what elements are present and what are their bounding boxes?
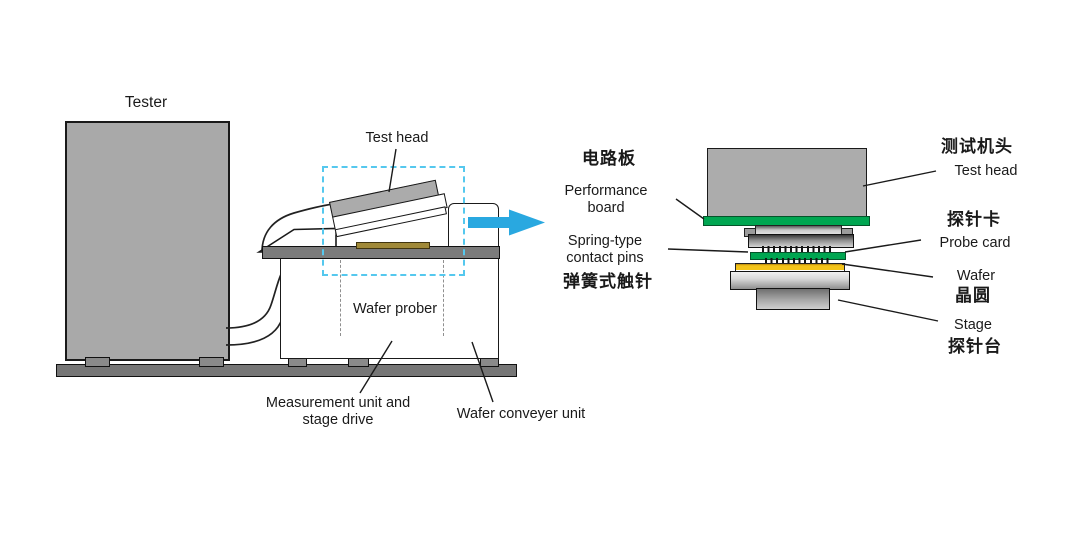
tester-cabinet [65, 121, 230, 361]
probe-card-en-label: Probe card [939, 235, 1011, 251]
leader-probe-card [844, 239, 922, 253]
stage-en-label: Stage [954, 317, 992, 333]
prober-section-divider [340, 260, 341, 336]
zoom-highlight-box [322, 166, 465, 276]
spring-pins-label-line2: contact pins [566, 250, 644, 266]
spring-contact-pins-upper [762, 246, 834, 255]
test-head-cn-label: 测试机头 [941, 137, 1013, 156]
measurement-unit-label-line1: Measurement unit and [265, 395, 411, 411]
spring-pins-label-line1: Spring-type [567, 233, 643, 249]
probe-card-on-deck [356, 242, 430, 249]
wafer-cn-label: 晶圆 [955, 286, 991, 305]
spring-contact-pins-lower [765, 258, 831, 265]
floor-base [56, 364, 517, 377]
prober-section-divider [443, 260, 444, 336]
tester-foot [199, 357, 224, 367]
spring-pins-cn-label: 弹簧式触针 [563, 272, 653, 291]
performance-board-label-line2: board [587, 200, 625, 216]
leader-performance-board [675, 198, 705, 220]
measurement-unit-label: Measurement unit and stage drive [266, 395, 410, 429]
performance-board-label-line1: Performance [564, 183, 648, 199]
conveyer-unit-label: Wafer conveyer unit [456, 406, 586, 422]
leader-test-head-right [862, 170, 937, 187]
detail-test-head [707, 148, 867, 219]
stage-cn-label: 探针台 [948, 337, 1002, 356]
test-head-en-label: Test head [954, 163, 1018, 179]
test-head-label-left: Test head [365, 130, 429, 146]
tester-foot [85, 357, 110, 367]
leader-wafer [841, 263, 934, 278]
leader-stage [837, 299, 939, 322]
circuit-board-cn-label: 电路板 [582, 149, 636, 168]
stage-lower-tier [756, 288, 830, 310]
wafer-en-label: Wafer [956, 268, 996, 284]
probe-card-cn-label: 探针卡 [947, 210, 1001, 229]
leader-spring-pins [667, 248, 749, 253]
spring-pins-label: Spring-type contact pins [566, 233, 643, 267]
measurement-unit-label-line2: stage drive [302, 412, 374, 428]
performance-board-label: Performance board [564, 183, 647, 217]
tester-label: Tester [124, 94, 168, 111]
wafer-prober-label: Wafer prober [352, 301, 438, 317]
